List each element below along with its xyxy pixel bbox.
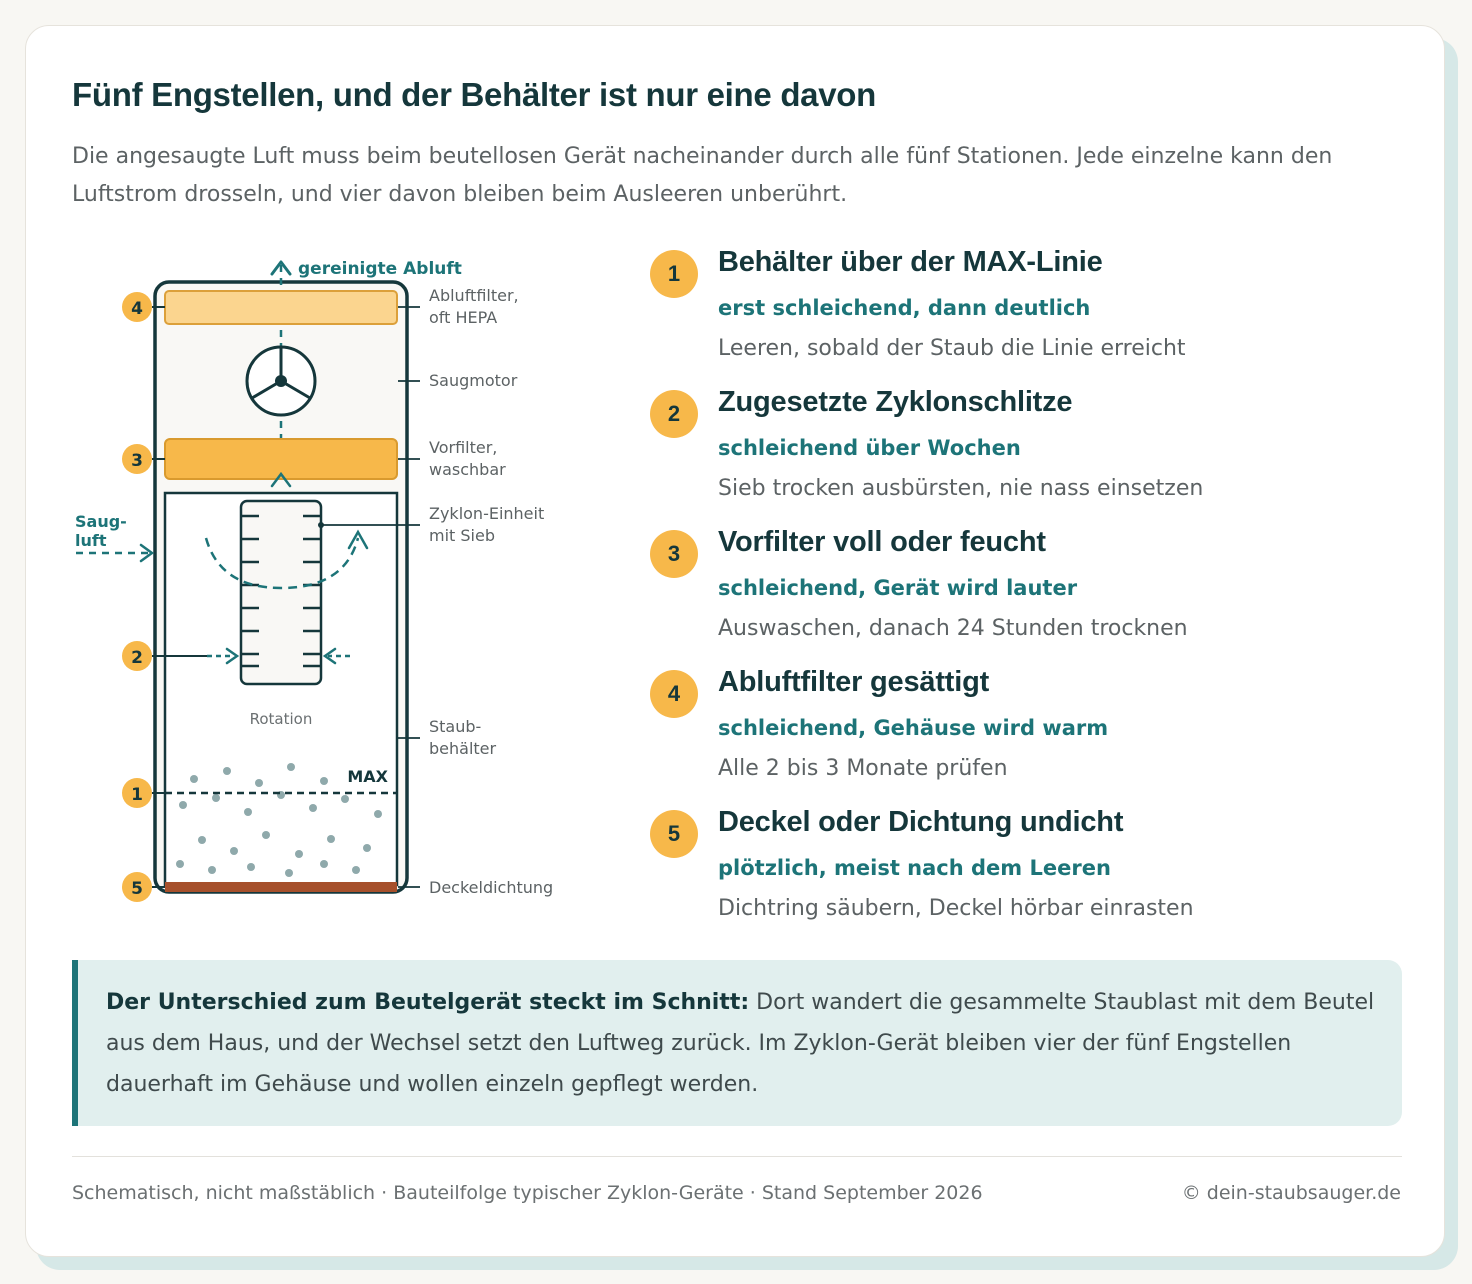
label-prefilter: Vorfilter, waschbar: [398, 438, 506, 479]
marker-lid-seal: 5: [122, 872, 165, 902]
svg-text:behälter: behälter: [429, 739, 497, 758]
label-motor: Saugmotor: [398, 371, 518, 390]
max-label: MAX: [347, 767, 388, 786]
marker-max-line: 1: [122, 778, 165, 808]
page-subtitle: Die angesaugte Luft muss beim beutellose…: [72, 144, 1333, 207]
exhaust-label: gereinigte Abluft: [298, 259, 462, 279]
item-action: Alle 2 bis 3 Monate prüfen: [718, 756, 1008, 781]
item-title: Abluftfilter gesättigt: [718, 666, 990, 698]
svg-text:waschbar: waschbar: [429, 460, 506, 479]
item-timing: schleichend, Gehäuse wird warm: [718, 716, 1109, 740]
svg-text:mit Sieb: mit Sieb: [429, 526, 495, 545]
item-number-badge: 1: [650, 250, 698, 298]
exhaust-arrow-head: [270, 260, 292, 276]
svg-text:Deckeldichtung: Deckeldichtung: [429, 878, 553, 897]
svg-text:Saugmotor: Saugmotor: [429, 371, 518, 390]
lid-seal: [165, 882, 397, 892]
intake-label-line1: Saug-: [75, 512, 127, 531]
item-title: Vorfilter voll oder feucht: [718, 526, 1046, 558]
item-action: Sieb trocken ausbürsten, nie nass einset…: [718, 476, 1204, 501]
label-bin: Staub- behälter: [398, 717, 497, 758]
item-title: Zugesetzte Zyklonschlitze: [718, 386, 1073, 418]
item-title: Deckel oder Dichtung undicht: [718, 806, 1124, 838]
label-cyclone: Zyklon-Einheit mit Sieb: [318, 504, 544, 545]
footer-divider: [72, 1156, 1402, 1157]
svg-text:1: 1: [131, 785, 143, 805]
footer-caption: Schematisch, nicht maßstäblich · Bauteil…: [72, 1182, 983, 1204]
item-timing: schleichend über Wochen: [718, 436, 1021, 460]
marker-prefilter: 3: [122, 444, 165, 474]
intake-arrow-head: [139, 543, 155, 563]
item-action: Leeren, sobald der Staub die Linie errei…: [718, 336, 1186, 361]
item-timing: schleichend, Gerät wird lauter: [718, 576, 1078, 600]
item-number-badge: 2: [650, 390, 698, 438]
vacuum-schematic: gereinigte Abluft Saug- luft Rotation: [75, 259, 553, 902]
item-action: Auswaschen, danach 24 Stunden trocknen: [718, 616, 1188, 641]
cyclone-unit: [239, 499, 323, 686]
slot-arrow-right-head: [322, 647, 337, 665]
svg-text:Zyklon-Einheit: Zyklon-Einheit: [429, 504, 544, 523]
airflow-arrow-through-prefilter: [270, 471, 292, 488]
intake-label-line2: luft: [75, 531, 107, 550]
page-title: Fünf Engstellen, und der Behälter ist nu…: [72, 76, 877, 113]
rotation-label: Rotation: [250, 710, 313, 728]
marker-exhaust-filter: 4: [122, 292, 165, 322]
note-lead: Der Unterschied zum Beutelgerät steckt i…: [106, 990, 750, 1015]
item-timing: plötzlich, meist nach dem Leeren: [718, 856, 1111, 880]
note-text: Dort wandert die gesammelte Staublast mi…: [106, 990, 1375, 1097]
rotation-arrow-head: [347, 529, 369, 550]
item-action: Dichtring säubern, Deckel hörbar einrast…: [718, 896, 1194, 921]
item-number-badge: 4: [650, 670, 698, 718]
svg-text:Abluftfilter,: Abluftfilter,: [429, 286, 519, 305]
label-exhaust-filter: Abluftfilter, oft HEPA: [398, 286, 519, 327]
item-number-badge: 5: [650, 810, 698, 858]
svg-text:Vorfilter,: Vorfilter,: [429, 438, 497, 457]
exhaust-filter: [164, 290, 398, 325]
svg-text:Staub-: Staub-: [429, 717, 481, 736]
item-number-badge: 3: [650, 530, 698, 578]
label-seal: Deckeldichtung: [398, 878, 553, 897]
svg-text:3: 3: [131, 451, 143, 471]
item-timing: erst schleichend, dann deutlich: [718, 296, 1091, 320]
comparison-note: Der Unterschied zum Beutelgerät steckt i…: [72, 960, 1402, 1126]
svg-text:4: 4: [131, 299, 143, 319]
marker-cyclone-slots: 2: [122, 641, 207, 671]
rotation-airflow-arc: [204, 537, 360, 590]
footer-copyright: © dein-staubsauger.de: [1181, 1182, 1401, 1204]
motor-fan-icon: [245, 345, 317, 417]
svg-text:5: 5: [131, 879, 143, 899]
dust-particles: [176, 763, 382, 877]
svg-text:oft HEPA: oft HEPA: [429, 308, 497, 327]
item-title: Behälter über der MAX-Linie: [718, 246, 1103, 278]
slot-arrow-left-head: [225, 647, 240, 665]
svg-text:2: 2: [131, 648, 143, 668]
